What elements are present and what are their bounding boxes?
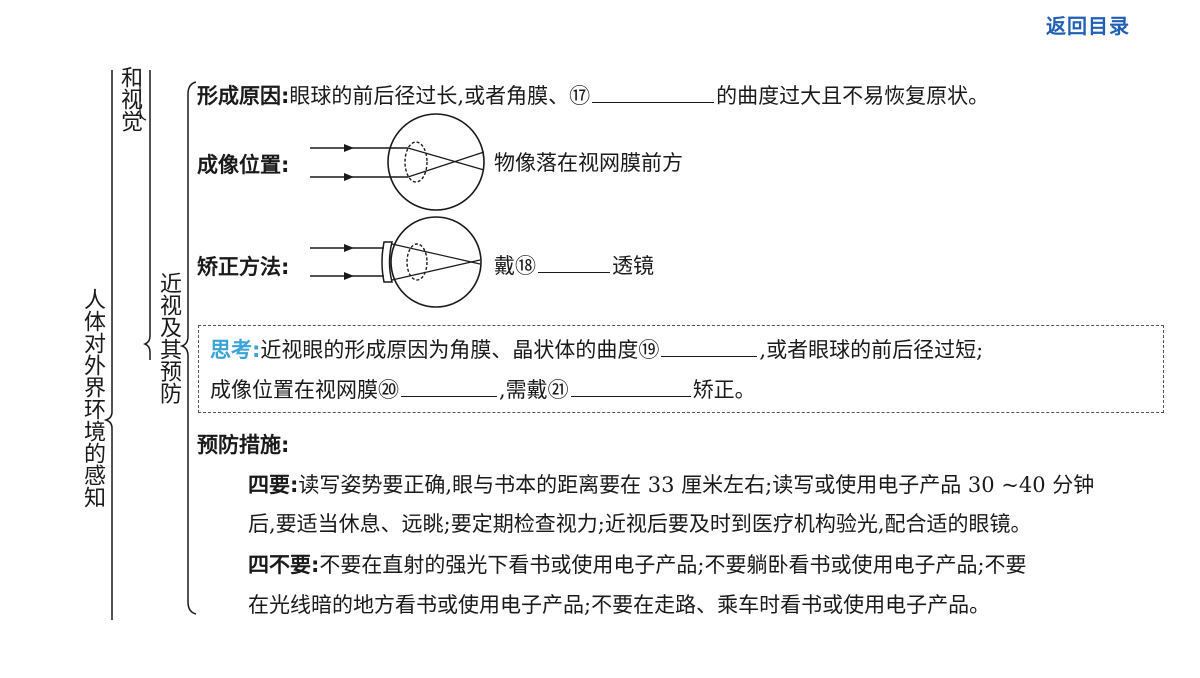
concave-lens-icon — [381, 241, 393, 283]
think-line2-mid: ,需戴㉑ — [499, 378, 569, 402]
think-line1-before: 近视眼的形成原因为角膜、晶状体的曲度⑲ — [260, 338, 660, 362]
four-donts-text-1: 不要在直射的强光下看书或使用电子产品;不要躺卧看书或使用电子产品;不要 — [319, 553, 1027, 577]
blank-19 — [661, 336, 758, 357]
parent-hook — [139, 74, 147, 121]
correction-line: 戴⑱ 透镜 — [494, 252, 654, 279]
topic-label: 近视及其预防 — [156, 272, 181, 404]
cause-line: 形成原因:眼球的前后径过长,或者角膜、⑰ 的曲度过大且不易恢复原状。 — [197, 82, 989, 109]
think-line1-after: ,或者眼球的前后径过短; — [759, 338, 984, 362]
think-label: 思考: — [210, 338, 261, 362]
image-heading: 成像位置: — [197, 153, 290, 177]
four-musts-line-2: 后,要适当休息、远眺;要定期检查视力;近视后要及时到医疗机构验光,配合适的眼镜。 — [248, 512, 1032, 536]
correction-text-before: 戴⑱ — [494, 254, 536, 278]
four-musts-line-1: 四要:读写姿势要正确,眼与书本的距离要在 33 厘米左右;读写或使用电子产品 3… — [248, 472, 1094, 498]
think-line2-after: 矫正。 — [692, 378, 756, 402]
cause-text-after: 的曲度过大且不易恢复原状。 — [716, 84, 990, 108]
four-donts-line-2: 在光线暗的地方看书或使用电子产品;不要在走路、乘车时看书或使用电子产品。 — [248, 593, 991, 617]
blank-20 — [401, 376, 497, 397]
think-box — [198, 325, 1164, 413]
parent-bracket — [142, 70, 151, 360]
correction-heading: 矫正方法: — [197, 255, 290, 279]
myopia-eye-diagram — [310, 113, 485, 211]
think-line-1: 思考:近视眼的形成原因为角膜、晶状体的曲度⑲ ,或者眼球的前后径过短; — [210, 336, 983, 363]
root-label: 人体对外界环境的感知 — [80, 288, 105, 508]
correction-eye-diagram — [310, 216, 482, 308]
think-line2-before: 成像位置在视网膜⑳ — [210, 378, 399, 402]
cause-text-before: 眼球的前后径过长,或者角膜、⑰ — [289, 84, 591, 108]
blank-17 — [592, 82, 715, 103]
four-musts-label: 四要: — [248, 473, 299, 497]
four-donts-label: 四不要: — [248, 553, 320, 577]
parent-label: 和视觉 — [117, 66, 142, 132]
cause-heading: 形成原因: — [197, 84, 290, 108]
blank-21 — [570, 376, 691, 397]
topic-bracket — [179, 81, 197, 615]
four-musts-text-1: 读写姿势要正确,眼与书本的距离要在 33 厘米左右;读写或使用电子产品 30 ~… — [298, 473, 1095, 497]
root-bracket — [103, 70, 113, 620]
four-donts-line-1: 四不要:不要在直射的强光下看书或使用电子产品;不要躺卧看书或使用电子产品;不要 — [248, 552, 1027, 578]
think-line-2: 成像位置在视网膜⑳ ,需戴㉑ 矫正。 — [210, 376, 756, 403]
blank-18 — [538, 252, 610, 273]
back-to-contents-link[interactable]: 返回目录 — [1046, 14, 1130, 38]
prevention-heading: 预防措施: — [197, 433, 290, 457]
correction-text-after: 透镜 — [612, 254, 654, 278]
image-text: 物像落在视网膜前方 — [494, 151, 683, 175]
